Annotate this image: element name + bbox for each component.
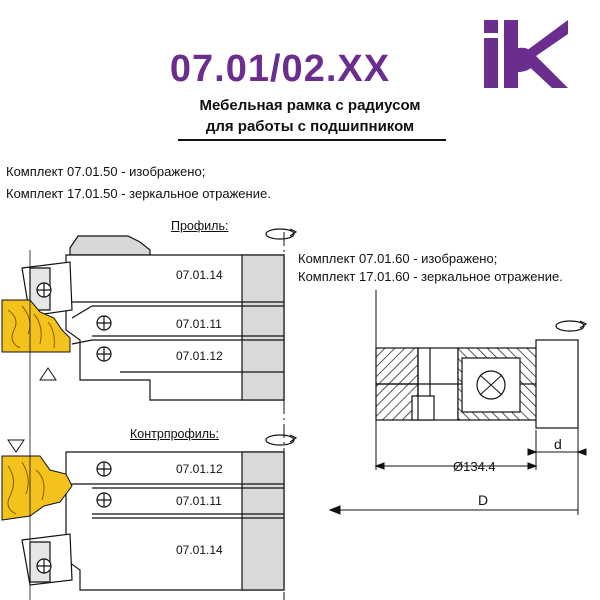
subtitle-line1: Мебельная рамка с радиусом	[199, 97, 421, 114]
kit-a-mirror: Комплект 17.01.50 - зеркальное отражение…	[6, 186, 271, 201]
profile-workpiece	[1, 299, 71, 381]
profile-part-1: 07.01.14	[176, 268, 223, 282]
profile-part-3: 07.01.12	[176, 349, 223, 363]
counterprofile-assembly	[21, 451, 285, 591]
product-code: 07.01/02.XX	[169, 48, 391, 90]
counterprofile-part-1: 07.01.12	[176, 462, 223, 476]
profile-assembly	[21, 235, 285, 401]
profile-label: Профиль:	[171, 219, 229, 233]
counterprofile-label: Контрпрофиль:	[130, 427, 220, 441]
counterprofile-part-2: 07.01.11	[176, 494, 222, 508]
bearing-section	[375, 339, 579, 429]
dimension-lines	[328, 290, 587, 515]
kit-b-shown: Комплект 07.01.60 - изображено;	[298, 251, 498, 266]
ibk-logo	[484, 20, 568, 88]
subtitle-underline	[178, 139, 446, 141]
profile-part-2: 07.01.11	[176, 317, 222, 331]
d-dimension-label: d	[554, 436, 562, 452]
kit-b-mirror: Комплект 17.01.60 - зеркальное отражение…	[298, 269, 563, 284]
kit-a-shown: Комплект 07.01.50 - изображено;	[6, 164, 206, 179]
counterprofile-workpiece	[1, 439, 73, 521]
D-dimension-label: D	[478, 492, 489, 508]
counterprofile-part-3: 07.01.14	[176, 543, 223, 557]
subtitle-line2: для работы с подшипником	[205, 118, 415, 135]
bearing-diameter-label: Ø134.4	[453, 459, 496, 474]
